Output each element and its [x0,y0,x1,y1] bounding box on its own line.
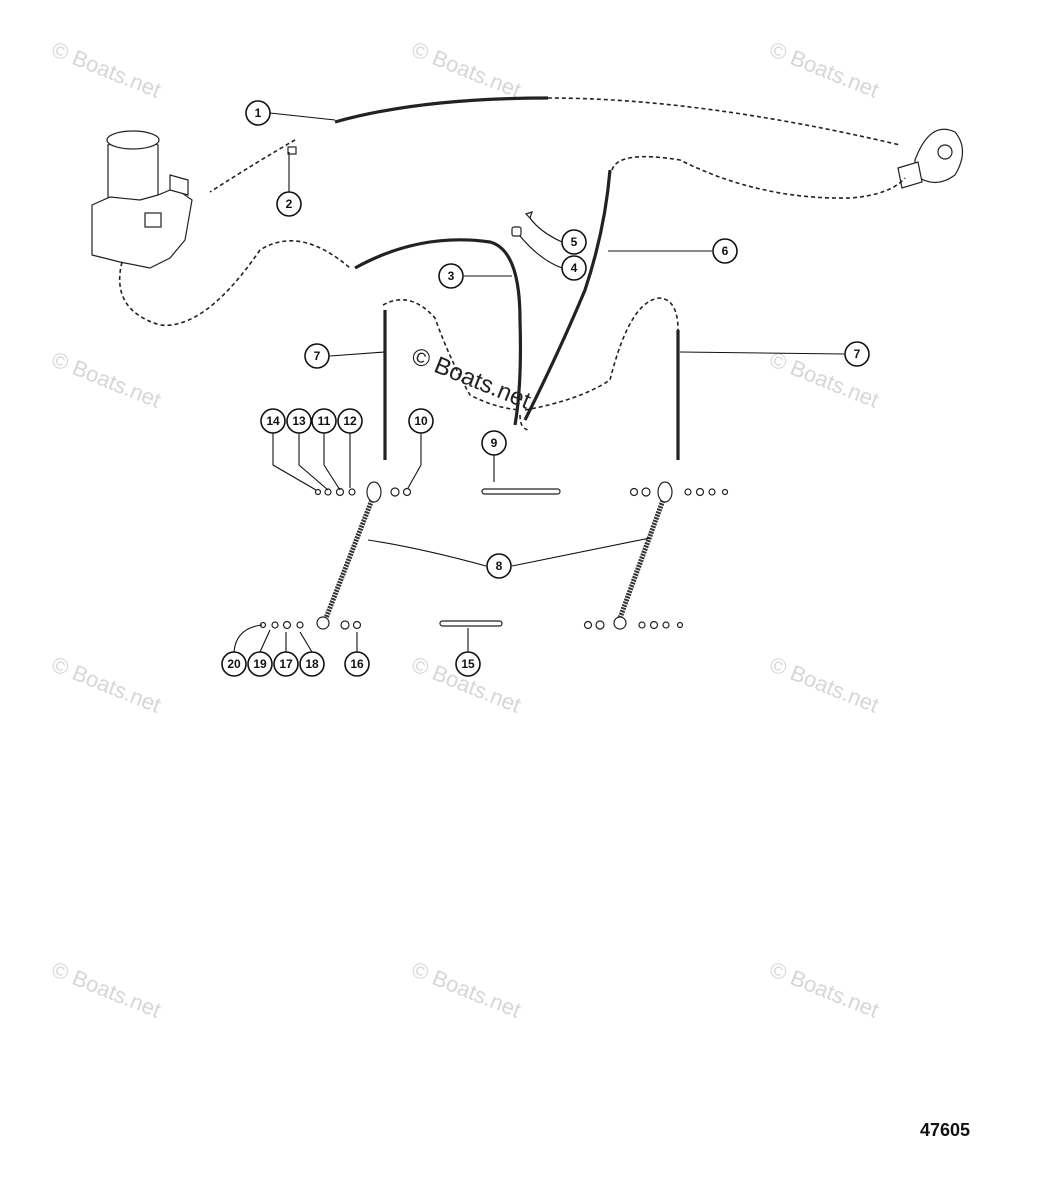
watermark: © Boats.net [48,346,164,412]
watermark: © Boats.net [766,36,882,102]
left-trim-cylinder [259,481,412,630]
callout-1: 1 [245,100,271,126]
callout-16: 16 [344,651,370,677]
svg-text:2: 2 [286,197,293,211]
callout-17: 17 [273,651,299,677]
svg-text:6: 6 [722,244,729,258]
svg-text:7: 7 [854,347,861,361]
svg-text:1: 1 [255,106,262,120]
svg-text:13: 13 [292,414,306,428]
small-fittings [287,146,533,237]
svg-text:17: 17 [279,657,293,671]
leader-lines [233,112,845,653]
svg-text:20: 20 [227,657,241,671]
svg-text:14: 14 [266,414,280,428]
svg-text:18: 18 [305,657,319,671]
callout-2: 2 [276,191,302,217]
svg-text:11: 11 [318,414,331,428]
svg-text:19: 19 [253,657,267,671]
watermark: © Boats.net [766,956,882,1022]
callout-5: 5 [561,229,587,255]
callout-20: 20 [221,651,247,677]
callout-7-right: 7 [844,341,870,367]
callout-19: 19 [247,651,273,677]
watermark: © Boats.net [48,651,164,717]
watermark: © Boats.net [408,36,524,102]
callout-3: 3 [438,263,464,289]
callout-7-left: 7 [304,343,330,369]
watermark: © Boats.net [408,343,535,415]
svg-text:5: 5 [571,235,578,249]
pins [439,488,561,627]
watermark: © Boats.net [48,36,164,102]
figure-number: 47605 [920,1120,971,1140]
watermark: © Boats.net [48,956,164,1022]
svg-text:3: 3 [448,269,455,283]
hose-routing [118,96,906,460]
watermark: © Boats.net [408,956,524,1022]
trim-pump-illustration [91,130,193,269]
callout-8: 8 [486,553,512,579]
svg-text:12: 12 [343,414,357,428]
callout-15: 15 [455,651,481,677]
svg-text:7: 7 [314,349,321,363]
callout-4: 4 [561,255,587,281]
watermark-center: © Boats.net [408,343,535,415]
right-trim-cylinder [583,481,729,630]
callout-13: 13 [286,408,312,434]
callout-6: 6 [712,238,738,264]
callout-14: 14 [260,408,286,434]
callout-12: 12 [337,408,363,434]
callout-10: 10 [408,408,434,434]
svg-text:10: 10 [414,414,428,428]
svg-text:15: 15 [461,657,475,671]
callout-11: 11 [311,408,337,434]
watermark: © Boats.net [766,651,882,717]
svg-text:4: 4 [571,261,578,275]
svg-text:9: 9 [491,436,498,450]
trim-fitting-illustration [897,128,964,189]
svg-text:8: 8 [496,559,503,573]
callout-9: 9 [481,430,507,456]
svg-text:16: 16 [350,657,364,671]
callout-18: 18 [299,651,325,677]
